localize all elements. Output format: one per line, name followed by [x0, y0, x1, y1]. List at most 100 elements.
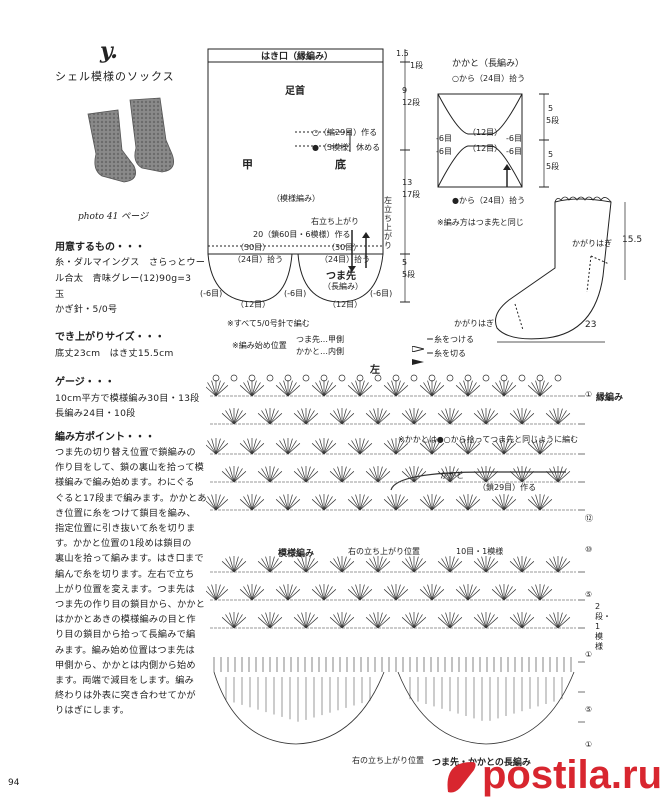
shell-stitch — [481, 556, 487, 573]
picot-stitch — [248, 374, 256, 382]
shell-stitch — [323, 443, 337, 455]
instep-label: 甲 — [242, 158, 253, 171]
points-line: りはぎにします。 — [55, 705, 130, 717]
shell-stitch — [477, 468, 487, 483]
heel-count-12-a: （12目） — [468, 128, 503, 137]
shell-stitch — [377, 408, 383, 425]
shell-stitch — [221, 617, 235, 629]
shell-stitch — [239, 589, 253, 601]
shell-stitch — [365, 617, 379, 629]
shell-stitch — [265, 556, 271, 573]
shell-stitch — [427, 438, 433, 455]
shell-stitch — [251, 438, 257, 455]
shell-stitch — [409, 612, 415, 629]
shell-stitch — [265, 612, 271, 629]
shell-stitch — [211, 584, 217, 601]
shell-stitch — [203, 443, 217, 455]
points-line: 作り目をして、鎖の裏山を拾って模 — [55, 462, 205, 474]
shell-stitch — [413, 468, 423, 483]
shell-stitch — [549, 558, 559, 573]
shell-stitch — [215, 385, 229, 397]
shell-stitch — [377, 612, 383, 629]
shell-stitch — [455, 385, 469, 397]
shell-stitch — [517, 408, 523, 425]
shell-stitch — [521, 471, 535, 483]
shell-stitch — [539, 584, 545, 601]
shell-stitch — [509, 413, 523, 425]
shell-stitch — [395, 380, 401, 397]
cut-yarn-icon — [412, 350, 424, 365]
chart-bottom-toe: つま先・かかとの長編み — [432, 758, 531, 768]
shell-stitch — [459, 440, 469, 455]
shell-stitch — [477, 614, 487, 629]
shell-stitch — [395, 584, 401, 601]
shell-stitch — [441, 558, 451, 573]
shell-stitch — [373, 408, 379, 425]
shell-stitch — [449, 413, 463, 425]
shell-stitch — [215, 438, 221, 455]
shell-stitch — [269, 413, 283, 425]
shell-stitch — [369, 410, 379, 425]
shell-stitch — [341, 558, 351, 573]
materials-hook: かぎ針・5/0号 — [55, 304, 118, 315]
minus-6-b: (-6目) — [284, 289, 307, 298]
picot-stitch — [518, 374, 526, 382]
shell-stitch — [413, 558, 423, 573]
shell-stitch — [539, 382, 549, 397]
shell-stitch — [239, 499, 253, 511]
shell-stitch — [315, 440, 325, 455]
shell-stitch — [359, 443, 373, 455]
shell-stitch — [539, 438, 545, 455]
shell-stitch — [359, 586, 369, 601]
shell-stitch — [413, 617, 427, 629]
shell-stitch — [333, 558, 343, 573]
shell-stitch — [539, 496, 549, 511]
shell-stitch — [293, 561, 307, 573]
shell-stitch — [545, 617, 559, 629]
shell-stitch — [301, 556, 307, 573]
shell-stitch — [503, 589, 517, 601]
materials-line2: ル合太 青味グレー(12)90g=3 — [55, 273, 192, 284]
shell-stitch — [287, 385, 301, 397]
shell-stitch — [323, 494, 329, 511]
shell-stitch — [557, 617, 571, 629]
shell-stitch — [365, 471, 379, 483]
shell-stitch — [305, 471, 319, 483]
shell-stitch — [467, 586, 477, 601]
chart-side-label: 左 — [370, 365, 380, 376]
shell-stitch — [323, 438, 329, 455]
shell-stitch — [365, 413, 379, 425]
shell-stitch — [261, 410, 271, 425]
shell-stitch — [269, 408, 275, 425]
shell-stitch — [243, 440, 253, 455]
picot-stitch — [302, 374, 310, 382]
shell-stitch — [287, 440, 297, 455]
points-line: ぐると17段まで編みます。かかとあ — [55, 492, 207, 504]
shell-stitch — [215, 586, 225, 601]
shell-stitch — [539, 499, 553, 511]
chart-repeat: 10目・1模様 — [456, 547, 504, 556]
shell-stitch — [215, 380, 221, 397]
shell-stitch — [243, 382, 253, 397]
points-line: つま先の作り目の鎖目から、かかと — [55, 599, 206, 611]
shell-stitch — [265, 408, 271, 425]
shell-stitch — [503, 382, 513, 397]
shell-stitch — [431, 438, 437, 455]
picot-stitch — [464, 374, 472, 382]
shell-stitch — [395, 440, 405, 455]
shell-stitch — [283, 584, 289, 601]
shell-stitch — [207, 496, 217, 511]
chart-right-start: 右の立ち上がり位置 — [348, 547, 420, 556]
shell-stitch — [509, 561, 523, 573]
shell-stitch — [395, 438, 401, 455]
shell-stitch — [215, 496, 225, 511]
shell-stitch — [437, 561, 451, 573]
hook-note: ※すべて5/0号針で編む — [227, 319, 310, 328]
shell-stitch — [251, 440, 261, 455]
shell-stitch — [521, 614, 531, 629]
shell-stitch — [405, 614, 415, 629]
shell-stitch — [409, 408, 415, 425]
shell-stitch — [275, 499, 289, 511]
shell-stitch — [251, 494, 257, 511]
toe-instep-note: つま先…甲側 — [296, 335, 344, 344]
